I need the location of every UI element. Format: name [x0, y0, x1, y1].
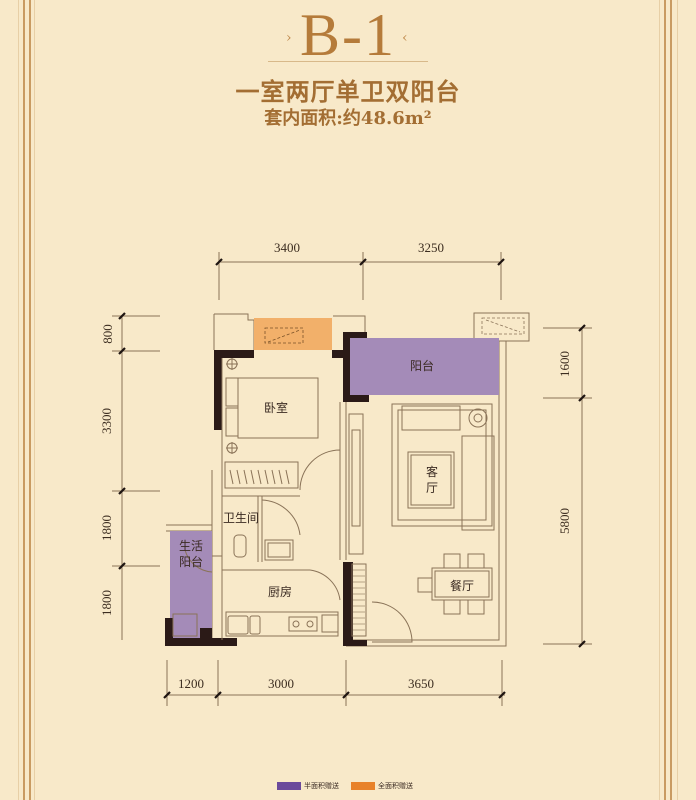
dim-left-2: 3300 [99, 408, 114, 434]
dim-left-3: 1800 [99, 515, 114, 541]
dim-top-1: 3400 [274, 240, 300, 255]
dim-right-2: 5800 [557, 508, 572, 534]
room-bathroom: 卫生间 [223, 511, 260, 525]
legend-full-area: 全面积赠送 [351, 781, 413, 791]
room-kitchen: 厨房 [268, 585, 293, 599]
area-text: 套内面积:约48.6m² [264, 108, 432, 129]
legend-swatch-purple [277, 782, 301, 790]
legend-half-area: 半面积赠送 [277, 781, 339, 791]
dim-bottom-3: 3650 [408, 676, 434, 691]
dim-left-4: 1800 [99, 590, 114, 616]
dim-right-1: 1600 [557, 351, 572, 377]
layout-description: 一室两厅单卫双阳台 [235, 77, 461, 106]
room-utility-balcony: 生活 阳台 [178, 539, 203, 569]
legend-swatch-orange [351, 782, 375, 790]
dim-bottom-1: 1200 [178, 676, 204, 691]
dim-top-2: 3250 [418, 240, 444, 255]
dim-bottom-2: 3000 [268, 676, 294, 691]
room-bedroom: 卧室 [264, 401, 289, 415]
dim-left-1: 800 [99, 324, 115, 344]
unit-code-title: B-1 [300, 2, 396, 68]
left-chevron-ornament: › [286, 30, 292, 46]
room-balcony: 阳台 [410, 359, 435, 373]
room-dining: 餐厅 [450, 579, 475, 593]
right-chevron-ornament: ‹ [402, 30, 408, 46]
title-divider [268, 61, 428, 62]
room-living: 客 厅 [425, 465, 438, 495]
